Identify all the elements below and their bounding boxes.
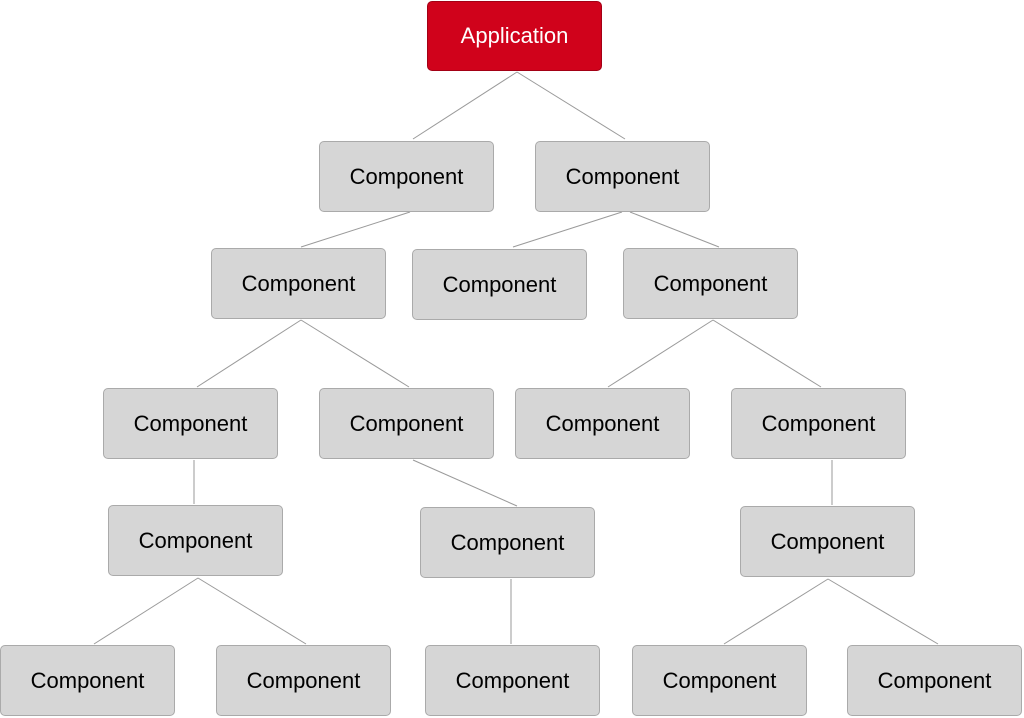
node-component-1-1-1-1-2: Component	[216, 645, 391, 716]
node-application: Application	[427, 1, 602, 71]
edge-component-1-1-1-1-to-1-1-1-1-2	[197, 577, 307, 645]
node-component-1-1-1: Component	[103, 388, 278, 459]
node-component-2: Component	[535, 141, 710, 212]
node-component-1-1-2: Component	[319, 388, 494, 459]
edge-component-2-2-to-2-2-2	[712, 319, 822, 388]
node-component-1-1-2-1-1: Component	[425, 645, 600, 716]
edge-component-1-1-1-1-to-1-1-1-1-1	[93, 577, 199, 645]
edge-application-to-component-2	[516, 71, 626, 140]
edge-component-1-1-2-to-1-1-2-1	[412, 459, 518, 507]
node-component-2-1: Component	[412, 249, 587, 320]
node-component-2-2-2-1-2: Component	[847, 645, 1022, 716]
edge-component-1-to-1-1	[300, 211, 411, 248]
edge-component-2-2-2-1-to-2-2-2-1-1	[723, 578, 829, 645]
node-component-1-1-2-1: Component	[420, 507, 595, 578]
edge-component-2-2-2-1-to-2-2-2-1-2	[827, 578, 939, 645]
node-component-2-2-1: Component	[515, 388, 690, 459]
edge-component-1-1-to-1-1-2	[300, 319, 410, 388]
node-component-2-2-2-1-1: Component	[632, 645, 807, 716]
node-component-1-1-1-1-1: Component	[0, 645, 175, 716]
node-component-2-2-2: Component	[731, 388, 906, 459]
edge-application-to-component-1	[412, 71, 518, 140]
edge-component-1-1-to-1-1-1	[196, 319, 302, 388]
node-component-1-1: Component	[211, 248, 386, 319]
edge-component-2-2-to-2-2-1	[607, 319, 714, 388]
node-component-2-2: Component	[623, 248, 798, 319]
node-component-2-2-2-1: Component	[740, 506, 915, 577]
node-component-1: Component	[319, 141, 494, 212]
node-component-1-1-1-1: Component	[108, 505, 283, 576]
edge-component-2-to-2-1	[512, 211, 623, 248]
edge-component-2-to-2-2	[629, 211, 720, 248]
